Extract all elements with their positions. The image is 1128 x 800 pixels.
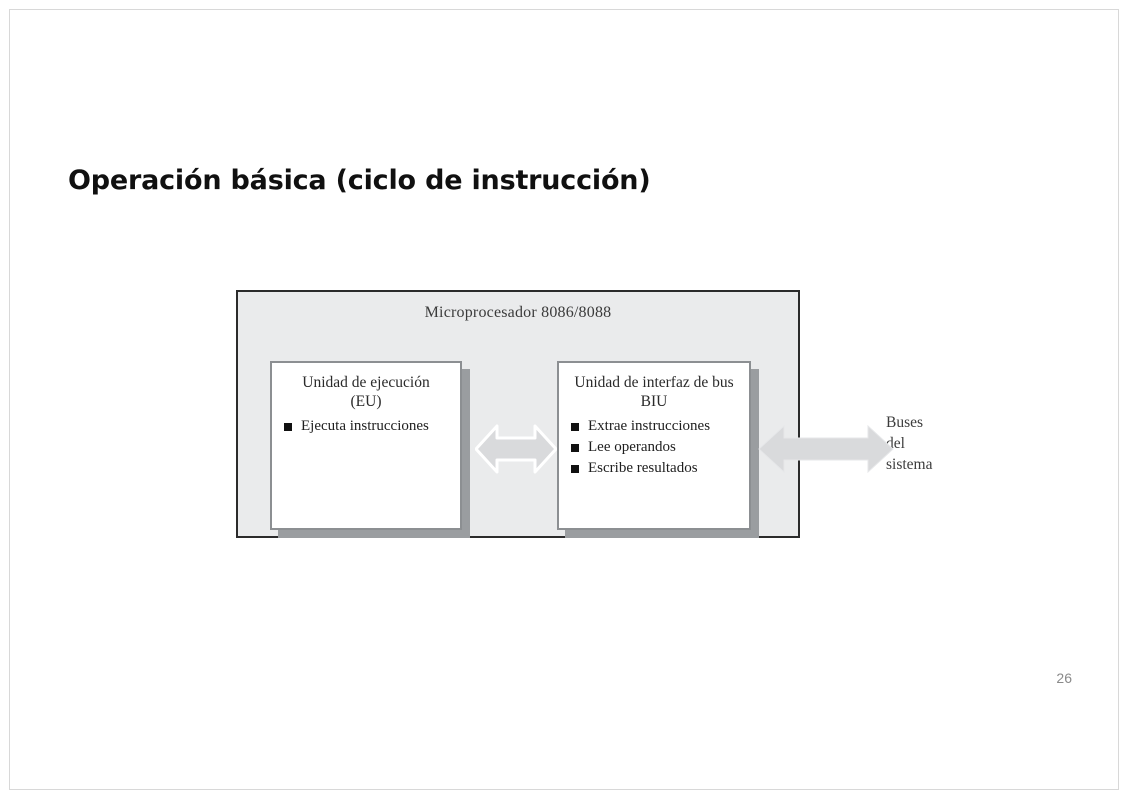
bus-interface-unit-title: Unidad de interfaz de bus xyxy=(574,374,734,391)
double-arrow-horizontal-icon xyxy=(758,424,894,474)
bus-interface-unit-heading: Unidad de interfaz de bus BIU xyxy=(559,363,749,412)
double-arrow-horizontal-icon xyxy=(475,424,557,474)
bus-interface-unit-acronym: BIU xyxy=(640,393,668,411)
bus-interface-unit-box: Unidad de interfaz de bus BIU Extrae ins… xyxy=(557,361,751,530)
system-buses-label: Buses del sistema xyxy=(886,413,933,476)
microprocessor-label: Microprocesador 8086/8088 xyxy=(424,304,612,321)
list-item: Escribe resultados xyxy=(571,458,749,479)
execution-unit-heading: Unidad de ejecución (EU) xyxy=(272,363,460,412)
microprocessor-frame: Microprocesador 8086/8088 Unidad de ejec… xyxy=(236,290,894,538)
execution-unit-bullets: Ejecuta instrucciones xyxy=(272,416,460,437)
bus-interface-unit-bullets: Extrae instrucciones Lee operandos Escri… xyxy=(559,416,749,480)
system-buses-label-line1: Buses del xyxy=(886,414,924,452)
page-number: 26 xyxy=(1056,670,1072,686)
execution-unit-box: Unidad de ejecución (EU) Ejecuta instruc… xyxy=(270,361,462,530)
slide-canvas: Operación básica (ciclo de instrucción) … xyxy=(9,9,1119,790)
list-item: Ejecuta instrucciones xyxy=(284,416,460,437)
list-item: Extrae instrucciones xyxy=(571,416,749,437)
execution-unit-acronym: (EU) xyxy=(350,393,382,411)
page-title: Operación básica (ciclo de instrucción) xyxy=(68,165,651,196)
list-item: Lee operandos xyxy=(571,437,749,458)
execution-unit-title: Unidad de ejecución xyxy=(302,374,430,391)
system-buses-label-line2: sistema xyxy=(886,455,933,473)
architecture-diagram: Microprocesador 8086/8088 Unidad de ejec… xyxy=(227,281,933,551)
